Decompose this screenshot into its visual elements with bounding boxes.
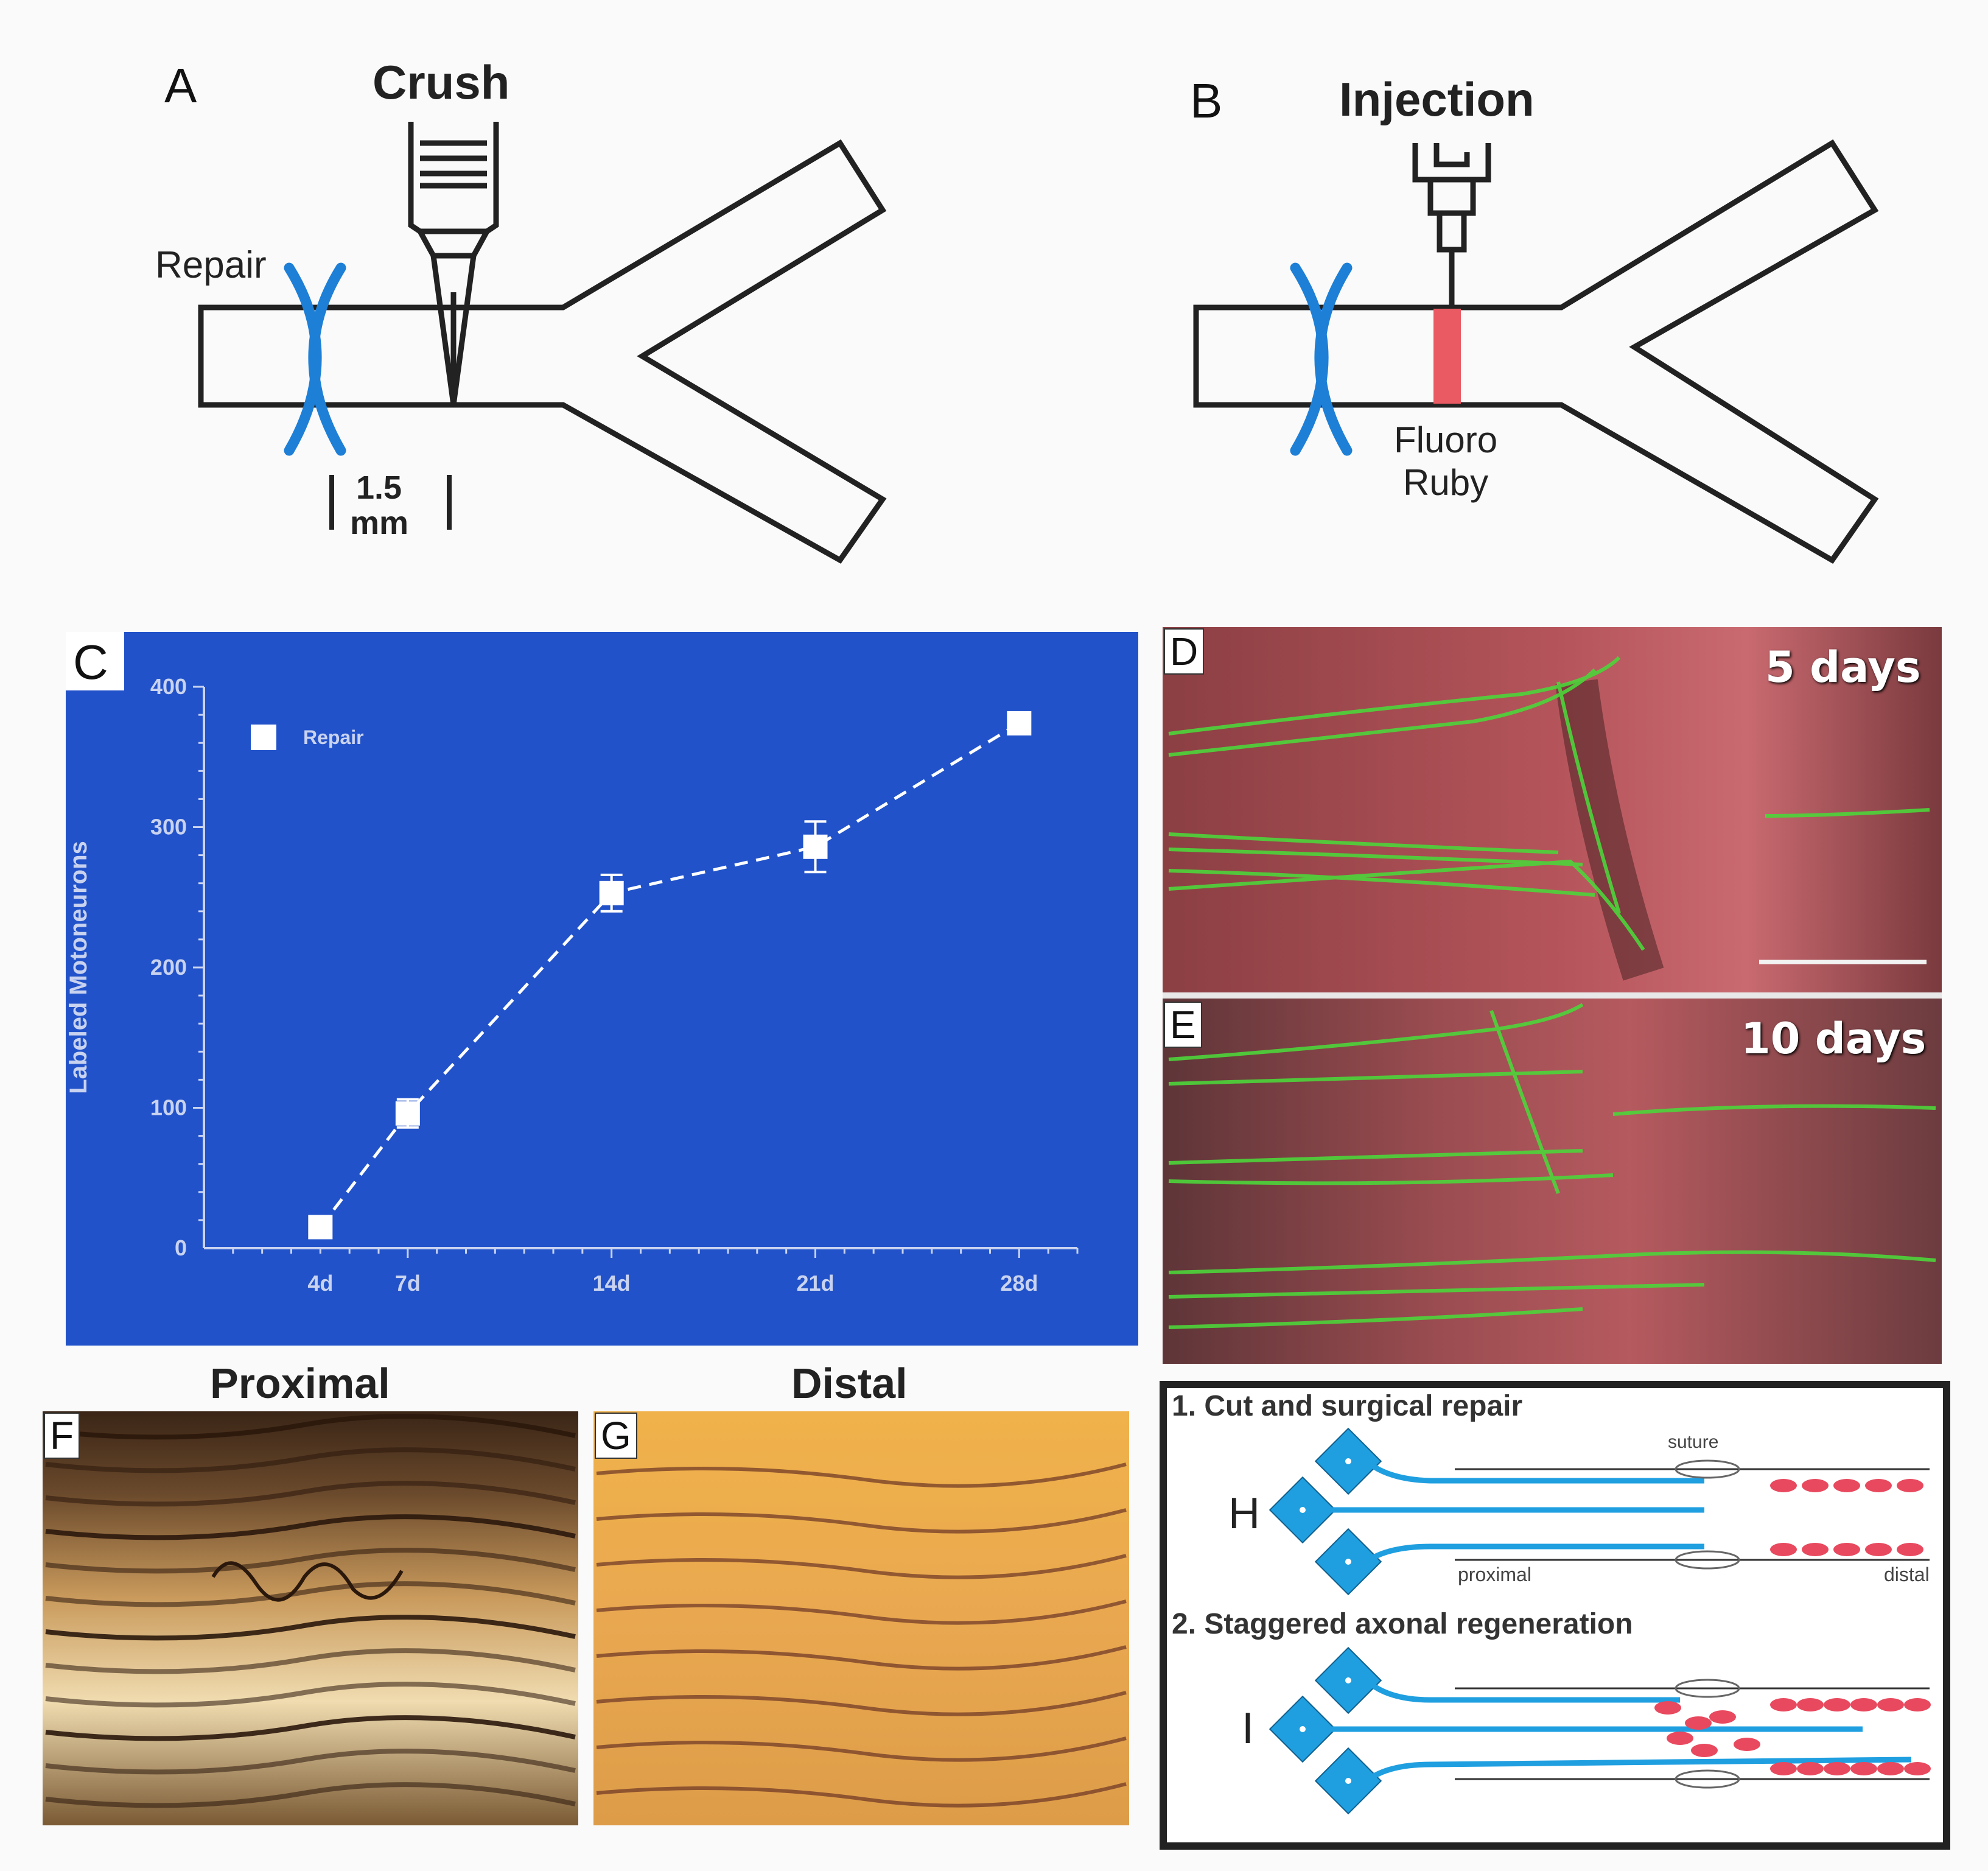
axon-fiber (1168, 1070, 1583, 1086)
panel-d-letter: D (1164, 628, 1205, 675)
panel-e-letter: E (1164, 1002, 1202, 1048)
panel-b-letter: B (1190, 74, 1223, 128)
panel-g-photo (593, 1411, 1129, 1825)
nerve-fiber (45, 1682, 576, 1708)
panel-b-repair-bracket-left (1290, 262, 1329, 456)
panel-f-photo (43, 1411, 578, 1825)
panel-a-distance-unit: mm (350, 505, 409, 541)
axon-fiber (1168, 1250, 1936, 1274)
nerve-fiber (45, 1581, 576, 1607)
nerve-fiber (45, 1548, 576, 1574)
syringe-icon (1412, 143, 1491, 307)
axon-fiber (1168, 1149, 1583, 1165)
crush-forceps-icon (408, 122, 499, 405)
panel-b-nerve (1193, 139, 1879, 564)
axon-fiber (1168, 869, 1595, 897)
nerve-fiber (45, 1749, 576, 1775)
panel-b-repair-bracket-right (1314, 262, 1353, 456)
nerve-fiber (596, 1599, 1127, 1625)
panel-g-letter: G (595, 1413, 637, 1459)
panel-h-letter: H (1228, 1489, 1260, 1538)
axon-fiber (1612, 1104, 1936, 1116)
proximal-label: proximal (1458, 1564, 1531, 1585)
nerve-fiber (596, 1691, 1127, 1716)
panel-d-axons (1168, 656, 1930, 951)
axon-fiber (1168, 832, 1559, 854)
axon-fiber (1556, 681, 1621, 914)
nerve-fiber (596, 1736, 1127, 1762)
panel-i-step2: 2. Staggered axonal regeneration (1172, 1608, 1633, 1640)
axon-fiber (1489, 1009, 1560, 1195)
panel-b-tracer-line1: Fluoro (1394, 419, 1498, 460)
panel-c-letter-box (66, 632, 124, 690)
nerve-fiber (596, 1508, 1127, 1534)
nerve-fiber (596, 1782, 1127, 1808)
axon-fiber (1168, 848, 1583, 866)
distal-label: distal (1884, 1564, 1930, 1585)
panel-a-distance-value: 1.5 (356, 469, 402, 506)
axon-fiber (1168, 668, 1597, 757)
fluoro-ruby-injection-site (1433, 309, 1461, 404)
panel-a-title: Crush (373, 55, 510, 109)
nerve-fiber (45, 1782, 576, 1808)
panel-a-nerve (198, 139, 887, 564)
panel-a-letter: A (164, 58, 197, 113)
nerve-fiber (596, 1462, 1127, 1488)
sprouting-axon (211, 1561, 404, 1602)
panel-h-step1: 1. Cut and surgical repair (1172, 1390, 1523, 1422)
panel-b-title: Injection (1339, 72, 1535, 126)
panel-f-fibers (45, 1414, 576, 1808)
nerve-fiber (45, 1414, 576, 1440)
nerve-fiber (596, 1645, 1127, 1671)
axon-fiber (1168, 1307, 1583, 1329)
axon-fiber (1168, 1003, 1584, 1061)
nerve-fiber (45, 1615, 576, 1641)
panel-i-letter: I (1242, 1704, 1255, 1753)
nerve-fiber (45, 1447, 576, 1473)
nerve-fiber (596, 1554, 1127, 1579)
panel-c-letter: C (73, 635, 108, 689)
axon-fiber (1765, 808, 1930, 818)
axon-fiber (1168, 859, 1645, 951)
axon-fiber (1168, 1173, 1614, 1185)
nerve-fiber (45, 1715, 576, 1741)
panel-f-letter: F (44, 1413, 80, 1459)
panel-f-title: Proximal (210, 1360, 390, 1407)
panel-b-tracer-line2: Ruby (1403, 462, 1489, 503)
suture-label: suture (1668, 1432, 1719, 1452)
axon-fiber (1168, 656, 1621, 735)
panel-a-repair-label: Repair (155, 244, 267, 286)
panel-e-title: 10 days (1741, 1014, 1927, 1064)
panel-c-chart (66, 632, 1138, 1346)
nerve-fiber (45, 1514, 576, 1540)
panel-d-title: 5 days (1765, 642, 1921, 692)
nerve-fiber (45, 1481, 576, 1507)
panel-a-repair-bracket-left (284, 262, 322, 456)
axon-fiber (1168, 1283, 1705, 1299)
panel-a-repair-bracket-right (308, 262, 346, 456)
panel-g-fibers (596, 1462, 1127, 1808)
nerve-fiber (45, 1648, 576, 1674)
panel-g-title: Distal (791, 1360, 908, 1407)
